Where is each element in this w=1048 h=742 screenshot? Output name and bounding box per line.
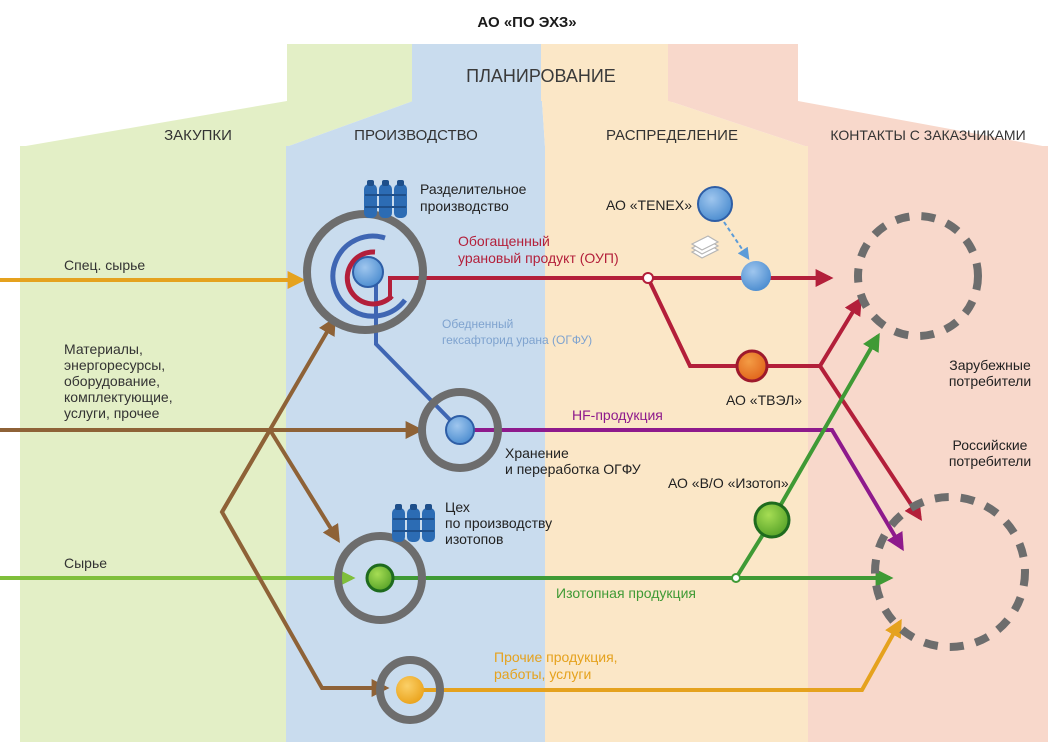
foreign-consumers-label-line: потребители: [949, 373, 1031, 389]
isotope-junction: [731, 573, 741, 583]
oup-junction: [642, 272, 654, 284]
isotope-product-label: Изотопная продукция: [556, 585, 696, 601]
russian-consumers-ring: [871, 493, 1029, 651]
storage-node: [445, 415, 475, 445]
tvel-node: [735, 349, 769, 383]
column-header-purchases: ЗАКУПКИ: [164, 127, 232, 144]
cylinders-icon: [364, 180, 407, 218]
storage-unit: [418, 388, 502, 472]
hf-label: HF-продукция: [572, 407, 663, 423]
foreign-consumers-label: Зарубежные потребители: [949, 357, 1031, 389]
ogfu-label-line: Обедненный: [442, 317, 513, 331]
oup-label: Обогащенный урановый продукт (ОУП): [458, 233, 619, 266]
tvel-label: АО «ТВЭЛ»: [726, 392, 802, 408]
other-products-label: Прочие продукция, работы, услуги: [494, 649, 618, 682]
planning-label: ПЛАНИРОВАНИЕ: [466, 66, 616, 86]
background-columns: [20, 44, 1048, 742]
isotope-unit: [334, 532, 426, 624]
document-stack-icon: [690, 235, 720, 259]
column-header-customers: КОНТАКТЫ С ЗАКАЗЧИКАМИ: [830, 127, 1025, 143]
ogfu-label: Обедненный гексафторид урана (ОГФУ): [442, 317, 592, 347]
planning-band-production: [412, 44, 542, 102]
planning-band-distribution: [541, 44, 669, 102]
separation-unit: [303, 210, 427, 334]
brown-branch-isotope: [268, 428, 340, 544]
russian-consumers-label-line: Российские: [953, 437, 1028, 453]
raw-label: Сырье: [64, 555, 107, 571]
special-raw-label: Спец. сырье: [64, 257, 145, 273]
tvel-to-russian-arrow: [818, 364, 922, 522]
column-header-distribution: РАСПРЕДЕЛЕНИЕ: [606, 127, 738, 144]
other-products-label-line: работы, услуги: [494, 666, 591, 682]
isotope-shop-label-line: по производству: [445, 515, 552, 531]
isotope-ring: [334, 532, 426, 624]
storage-ring: [418, 388, 502, 472]
oup-label-line: урановый продукт (ОУП): [458, 250, 619, 266]
cylinders-icon: [392, 504, 435, 542]
separation-label-line: Разделительное: [420, 181, 527, 197]
column-distribution: [545, 146, 809, 742]
planning-band-customers: [668, 44, 798, 102]
isotope-shop-label: Цех по производству изотопов: [445, 499, 552, 547]
isotope-node: [365, 563, 395, 593]
hf-line: [470, 428, 904, 552]
separation-label: Разделительное производство: [420, 181, 527, 214]
separation-red-arc: [344, 249, 394, 307]
ogfu-label-line: гексафторид урана (ОГФУ): [442, 333, 592, 347]
isotope-shop-label-line: изотопов: [445, 531, 503, 547]
materials-label-line: оборудование,: [64, 373, 160, 389]
oup-main-line: [388, 269, 834, 300]
column-purchases: [20, 146, 287, 742]
isotope-shop-label-line: Цех: [445, 499, 470, 515]
materials-label-line: комплектующие,: [64, 389, 173, 405]
materials-label: Материалы, энергоресурсы, оборудование, …: [64, 341, 173, 421]
oup-label-line: Обогащенный: [458, 233, 550, 249]
page-title: АО «ПО ЭХЗ»: [477, 14, 576, 31]
separation-blue-arc: [330, 233, 408, 319]
fan-production: [286, 101, 545, 147]
storage-label: Хранение и переработка ОГФУ: [505, 445, 641, 477]
storage-label-line: Хранение: [505, 445, 569, 461]
materials-label-line: услуги, прочее: [64, 405, 160, 421]
other-ring: [376, 656, 444, 724]
column-header-production: ПРОИЗВОДСТВО: [354, 127, 478, 144]
tenex-dashed-arrow: [723, 221, 750, 260]
fan-distribution: [542, 101, 808, 147]
izotop-node: [753, 501, 791, 539]
other-products-line: [420, 618, 902, 692]
planning-band-purchases: [287, 44, 413, 102]
fan-purchases: [20, 101, 413, 147]
brown-branch-up: [220, 316, 336, 514]
oup-tvel-line: [646, 277, 820, 368]
materials-label-line: Материалы,: [64, 341, 143, 357]
tenex-node: [697, 186, 733, 222]
separation-node: [352, 256, 384, 288]
storage-label-line: и переработка ОГФУ: [505, 461, 641, 477]
tenex-target-node: [741, 261, 771, 291]
fan-customers: [669, 101, 1048, 147]
russian-consumers-label: Российские потребители: [949, 437, 1031, 469]
izotop-label: АО «В/О «Изотоп»: [668, 475, 789, 491]
other-products-label-line: Прочие продукция,: [494, 649, 618, 665]
tenex-label: АО «TENEX»: [606, 197, 692, 213]
russian-consumers-label-line: потребители: [949, 453, 1031, 469]
other-node: [396, 676, 424, 704]
foreign-consumers-ring: [854, 212, 982, 340]
materials-label-line: энергоресурсы,: [64, 357, 165, 373]
tvel-to-foreign-arrow: [818, 296, 862, 368]
separation-label-line: производство: [420, 198, 509, 214]
other-unit: [376, 656, 444, 724]
foreign-consumers-label-line: Зарубежные: [949, 357, 1031, 373]
